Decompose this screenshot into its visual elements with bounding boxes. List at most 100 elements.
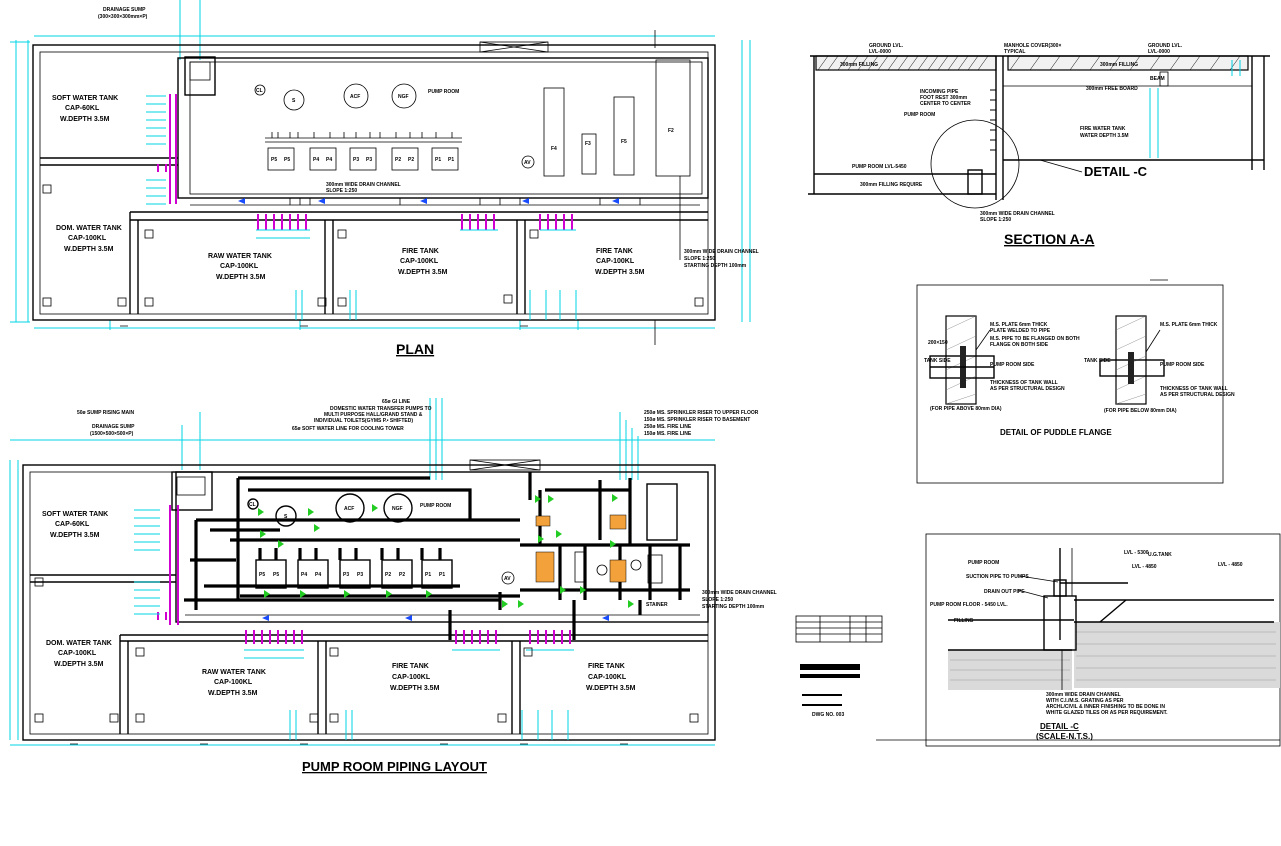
layout-note-right: 250ø MS. SPRINKLER RISER TO UPPER FLOOR: [644, 410, 759, 416]
plan-dom-tank-cap: CAP-100KL: [68, 235, 107, 242]
section-manhole: MANHOLE COVER(300×: [1004, 43, 1061, 49]
layout-note-top: DOMESTIC WATER TRANSFER PUMPS TO: [330, 406, 432, 412]
layout-dimension-lines: [9, 398, 715, 746]
layout-strainer-label: STAINER: [646, 602, 668, 608]
plan-sump-note: DRAINAGE SUMP: [103, 7, 146, 13]
layout-equip-ngf: NGF: [392, 506, 403, 512]
plan-raw-tank-depth: W.DEPTH 3.5M: [216, 274, 266, 281]
plan-fire1-tank-name: FIRE TANK: [402, 248, 439, 255]
section-aa-drawing: GROUND LVL. LVL-0000 MANHOLE COVER(300× …: [808, 43, 1270, 247]
layout-dom-tank-depth: W.DEPTH 3.5M: [54, 661, 104, 668]
layout-drain-slope: SLOPE 1:250: [702, 597, 733, 603]
piping-layout-drawing: 50ø SUMP RISING MAIN DRAINAGE SUMP (1500…: [9, 398, 777, 774]
detailc-pump-room: PUMP ROOM: [968, 560, 999, 566]
layout-ngf-filter: [383, 493, 413, 523]
layout-pump-label: P1: [425, 572, 431, 578]
detailc-lvl-right: LVL - 4850: [1218, 562, 1243, 568]
layout-magenta-valves: [157, 505, 571, 644]
layout-sump-rising: 50ø SUMP RISING MAIN: [77, 410, 135, 416]
plan-equip-cl: CL: [256, 88, 263, 94]
layout-raw-tank-cap: CAP-100KL: [214, 679, 253, 686]
layout-soft-tank-depth: W.DEPTH 3.5M: [50, 532, 100, 539]
layout-soft-tank-name: SOFT WATER TANK: [42, 511, 108, 518]
puddle-dim-left: 200×150: [928, 340, 948, 346]
plan-pump-label: P5: [284, 157, 290, 163]
plan-raw-tank-name: RAW WATER TANK: [208, 253, 272, 260]
layout-fire1-tank-cap: CAP-100KL: [392, 674, 431, 681]
layout-pump-room-label: PUMP ROOM: [420, 503, 451, 509]
section-filling-req: 300mm FILLING REQUIRE: [860, 182, 923, 188]
layout-dom-tank-name: DOM. WATER TANK: [46, 640, 112, 647]
plan-chlorinator-cl: [254, 84, 266, 96]
layout-pump-label: P4: [315, 572, 321, 578]
plan-drawing: DRAINAGE SUMP (300×300×300mm×P) SOFT WAT…: [10, 0, 759, 357]
plan-pump-label: P4: [313, 157, 319, 163]
layout-outer-wall: [22, 464, 716, 741]
titleblock-code: DWG NO. 003: [812, 712, 844, 718]
section-drain-1: 300mm WIDE DRAIN CHANNEL: [980, 211, 1055, 217]
plan-drain-slope: SLOPE 1:250: [326, 188, 357, 194]
layout-dom-tank-cap: CAP-100KL: [58, 650, 97, 657]
plan-fire1-tank-depth: W.DEPTH 3.5M: [398, 269, 448, 276]
puddle-ms-plate-2: PLATE WELDED TO PIPE: [990, 328, 1051, 334]
layout-drain-channel: 300mm WIDE DRAIN CHANNEL: [702, 590, 777, 596]
plan-filter-f3-label: F3: [585, 141, 591, 147]
detailc-lvl-top: LVL - 5300: [1124, 550, 1149, 556]
plan-pump-label: P3: [366, 157, 372, 163]
plan-outer-wall: [32, 44, 716, 321]
layout-raw-tank-depth: W.DEPTH 3.5M: [208, 690, 258, 697]
plan-dimension-lines: [10, 0, 751, 330]
section-ground-lvl-left: GROUND LVL.: [869, 43, 904, 49]
puddle-ms-pipe-1: M.S. PIPE TO BE FLANGED ON BOTH: [990, 336, 1080, 342]
section-detail-c-ref: DETAIL -C: [1084, 164, 1148, 179]
plan-av-label: AV: [524, 160, 531, 166]
layout-note-right: 150ø MS. FIRE LINE: [644, 431, 692, 437]
layout-equip-cl: CL: [249, 502, 256, 508]
layout-starting-depth: STARTING DEPTH 100mm: [702, 604, 765, 610]
detailc-note-4: WHITE GLAZED TILES OR AS PER REQUIREMENT…: [1046, 710, 1168, 716]
layout-fire2-tank-cap: CAP-100KL: [588, 674, 627, 681]
plan-filter-f5: [613, 96, 635, 176]
detailc-note-2: WITH C.I./M.S. GRATING AS PER: [1046, 698, 1124, 704]
section-water-depth: WATER DEPTH 3.5M: [1080, 133, 1129, 139]
plan-filter-f5-label: F5: [621, 139, 627, 145]
section-pump-floor: PUMP ROOM LVL-5450: [852, 164, 907, 170]
plan-pump-label: P4: [326, 157, 332, 163]
plan-acf-filter: [343, 83, 369, 109]
plan-drain-slope-side: SLOPE 1:250: [684, 256, 715, 262]
detailc-scale: (SCALE-N.T.S.): [1036, 732, 1093, 741]
plan-filter-f2-label: F2: [668, 128, 674, 134]
plan-pump-label: P2: [395, 157, 401, 163]
section-incoming-3: CENTER TO CENTER: [920, 101, 971, 107]
detailc-floor: PUMP ROOM FLOOR - 5450 LVL.: [930, 602, 1008, 608]
plan-soft-tank-name: SOFT WATER TANK: [52, 95, 118, 102]
layout-sump-note: DRAINAGE SUMP: [92, 424, 135, 430]
layout-note-top: 65ø GI LINE: [382, 399, 411, 405]
layout-orange-filter-3: [609, 559, 627, 583]
section-free-board: 300mm FREE BOARD: [1086, 86, 1138, 92]
layout-pump-label: P2: [385, 572, 391, 578]
plan-fire2-tank-depth: W.DEPTH 3.5M: [595, 269, 645, 276]
layout-pump-label: P4: [301, 572, 307, 578]
puddle-tank-side-left: TANK SIDE: [924, 358, 951, 364]
plan-equip-ngf: NGF: [398, 94, 409, 100]
layout-orange-filter-2: [609, 514, 627, 530]
layout-av-label: AV: [504, 576, 511, 582]
layout-drainage-sump: [171, 471, 213, 511]
layout-pump-label: P3: [343, 572, 349, 578]
puddle-flange-detail: M.S. PLATE 6mm THICK PLATE WELDED TO PIP…: [916, 279, 1235, 484]
plan-cyan-valves: [146, 95, 577, 320]
puddle-pump-side-left: PUMP ROOM SIDE: [990, 362, 1035, 368]
puddle-tank-side-right: TANK SIDE: [1084, 358, 1111, 364]
puddle-caption-right: (FOR PIPE BELOW 80mm DIA): [1104, 408, 1177, 414]
layout-softener-s: [275, 505, 297, 527]
layout-cyan-valves: [134, 509, 574, 740]
section-typical: TYPICAL: [1004, 49, 1025, 55]
detailc-note-3: ARCHL/CIVIL & INNER FINISHING TO BE DONE…: [1046, 704, 1165, 710]
layout-note-top: 65ø SOFT WATER LINE FOR COOLING TOWER: [292, 426, 404, 432]
layout-orange-filter-1: [535, 551, 555, 583]
plan-soft-tank-cap: CAP-60KL: [65, 105, 100, 112]
plan-title: PLAN: [396, 341, 434, 357]
puddle-thickness-right-2: AS PER STRUCTURAL DESIGN: [1160, 392, 1235, 398]
